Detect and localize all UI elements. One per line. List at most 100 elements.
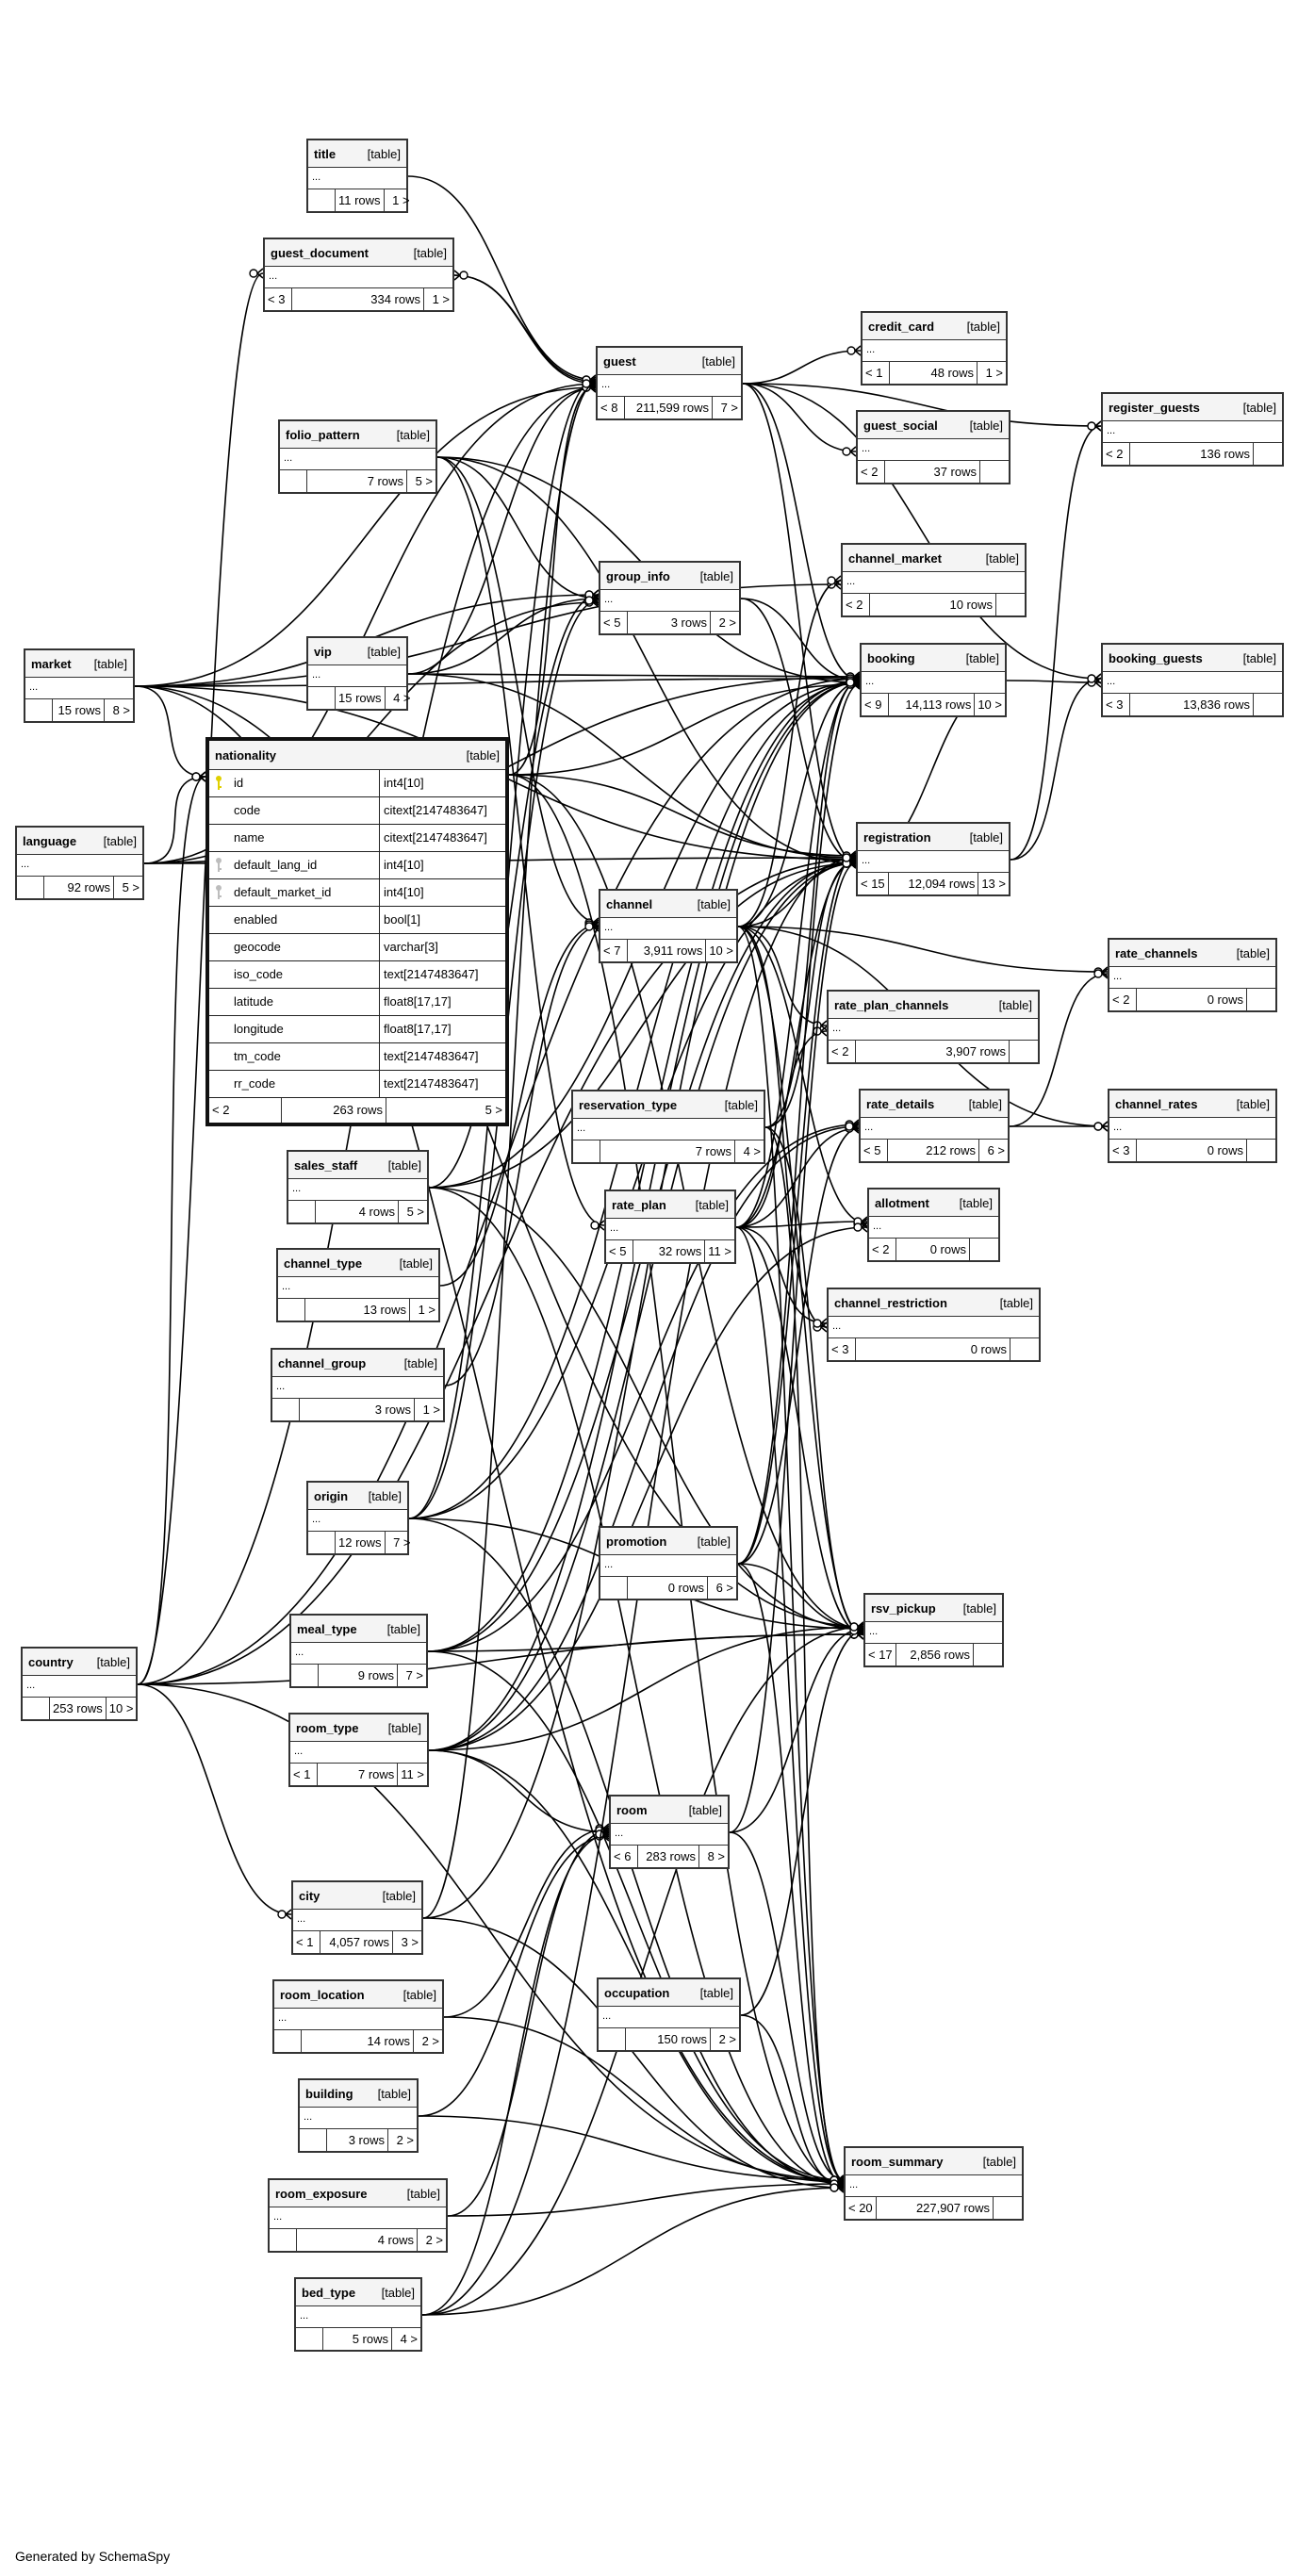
- parents-count[interactable]: [300, 2129, 327, 2151]
- parents-count[interactable]: < 1: [863, 362, 890, 384]
- collapsed-columns[interactable]: ...: [611, 1824, 728, 1846]
- table-name[interactable]: channel_market: [848, 550, 942, 566]
- parents-count[interactable]: [573, 1140, 600, 1162]
- parents-count[interactable]: < 2: [843, 594, 870, 615]
- collapsed-columns[interactable]: ...: [1109, 1118, 1275, 1140]
- children-count[interactable]: 10 >: [978, 697, 1002, 712]
- table-name[interactable]: market: [31, 656, 72, 671]
- children-count[interactable]: 11 >: [401, 1767, 424, 1781]
- parents-count[interactable]: [600, 1577, 628, 1599]
- table-name[interactable]: language: [23, 833, 77, 848]
- parents-count[interactable]: < 3: [829, 1338, 856, 1360]
- children-count[interactable]: [996, 594, 1025, 615]
- parents-count[interactable]: < 5: [600, 612, 628, 633]
- collapsed-columns[interactable]: ...: [308, 665, 406, 687]
- table-name[interactable]: rate_plan_channels: [834, 997, 949, 1012]
- table-name[interactable]: promotion: [606, 1534, 667, 1549]
- parents-count[interactable]: [25, 699, 53, 721]
- children-count[interactable]: 11 >: [708, 1244, 731, 1258]
- collapsed-columns[interactable]: ...: [1109, 967, 1275, 989]
- children-count[interactable]: 2 >: [425, 2233, 443, 2247]
- children-count[interactable]: 4 >: [393, 691, 411, 705]
- children-count[interactable]: 3 >: [401, 1935, 419, 1949]
- table-name[interactable]: rsv_pickup: [871, 1600, 936, 1616]
- table-name[interactable]: group_info: [606, 568, 670, 583]
- parents-count[interactable]: [288, 1201, 316, 1222]
- table-name[interactable]: origin: [314, 1488, 349, 1503]
- parents-count[interactable]: < 2: [209, 1098, 282, 1123]
- collapsed-columns[interactable]: ...: [862, 672, 1005, 694]
- parents-count[interactable]: [280, 470, 307, 492]
- children-count[interactable]: 5 >: [406, 1205, 424, 1219]
- children-count[interactable]: [1010, 1338, 1039, 1360]
- children-count[interactable]: 5 >: [415, 474, 433, 488]
- parents-count[interactable]: < 3: [1109, 1140, 1137, 1161]
- parents-count[interactable]: [23, 1698, 50, 1719]
- table-name[interactable]: country: [28, 1654, 74, 1669]
- table-name[interactable]: nationality: [215, 747, 277, 763]
- collapsed-columns[interactable]: ...: [598, 375, 741, 397]
- collapsed-columns[interactable]: ...: [600, 590, 739, 612]
- table-name[interactable]: registration: [863, 829, 931, 845]
- children-count[interactable]: 2 >: [421, 2034, 439, 2048]
- collapsed-columns[interactable]: ...: [843, 572, 1025, 594]
- collapsed-columns[interactable]: ...: [863, 340, 1006, 362]
- children-count[interactable]: 5 >: [485, 1103, 502, 1117]
- collapsed-columns[interactable]: ...: [599, 2007, 739, 2028]
- children-count[interactable]: 1 >: [418, 1303, 435, 1317]
- collapsed-columns[interactable]: ...: [25, 678, 133, 699]
- children-count[interactable]: 6 >: [987, 1143, 1005, 1157]
- parents-count[interactable]: < 5: [861, 1140, 888, 1161]
- collapsed-columns[interactable]: ...: [573, 1119, 764, 1140]
- parents-count[interactable]: < 7: [600, 940, 628, 961]
- parents-count[interactable]: < 1: [290, 1764, 318, 1785]
- table-name[interactable]: sales_staff: [294, 1157, 358, 1173]
- parents-count[interactable]: < 2: [829, 1041, 856, 1062]
- collapsed-columns[interactable]: ...: [290, 1742, 427, 1764]
- children-count[interactable]: 4 >: [400, 2332, 418, 2346]
- parents-count[interactable]: [270, 2229, 297, 2251]
- parents-count[interactable]: < 2: [1109, 989, 1137, 1010]
- children-count[interactable]: 2 >: [396, 2133, 414, 2147]
- table-name[interactable]: channel_restriction: [834, 1295, 947, 1310]
- parents-count[interactable]: [278, 1299, 305, 1321]
- collapsed-columns[interactable]: ...: [1103, 672, 1282, 694]
- table-name[interactable]: channel: [606, 896, 653, 911]
- table-name[interactable]: bed_type: [302, 2285, 356, 2300]
- collapsed-columns[interactable]: ...: [858, 851, 1009, 873]
- collapsed-columns[interactable]: ...: [1103, 421, 1282, 443]
- collapsed-columns[interactable]: ...: [606, 1219, 734, 1240]
- children-count[interactable]: [1247, 1140, 1275, 1161]
- children-count[interactable]: 5 >: [122, 880, 140, 894]
- children-count[interactable]: 13 >: [981, 877, 1006, 891]
- children-count[interactable]: [1010, 1041, 1038, 1062]
- children-count[interactable]: 1 >: [392, 193, 410, 207]
- collapsed-columns[interactable]: ...: [869, 1217, 998, 1239]
- collapsed-columns[interactable]: ...: [288, 1179, 427, 1201]
- collapsed-columns[interactable]: ...: [274, 2009, 442, 2030]
- children-count[interactable]: 7 >: [720, 401, 738, 415]
- collapsed-columns[interactable]: ...: [861, 1118, 1008, 1140]
- parents-count[interactable]: [17, 877, 44, 898]
